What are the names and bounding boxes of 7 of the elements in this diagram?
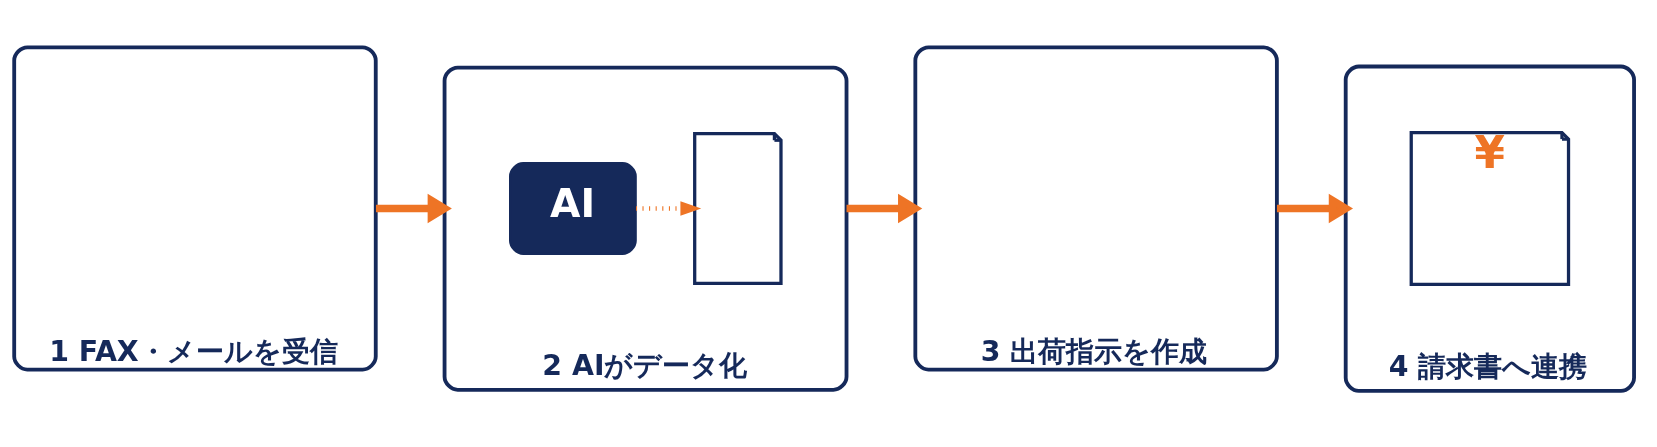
arrow xyxy=(375,193,452,224)
arrow xyxy=(846,193,923,224)
node-box: 3 出荷指示を作成 xyxy=(913,45,1279,372)
arrow xyxy=(1276,193,1354,224)
node-box: AI xyxy=(509,162,637,255)
arrow xyxy=(636,201,702,216)
node-box: 1 FAX・メールを受信 xyxy=(12,45,378,372)
